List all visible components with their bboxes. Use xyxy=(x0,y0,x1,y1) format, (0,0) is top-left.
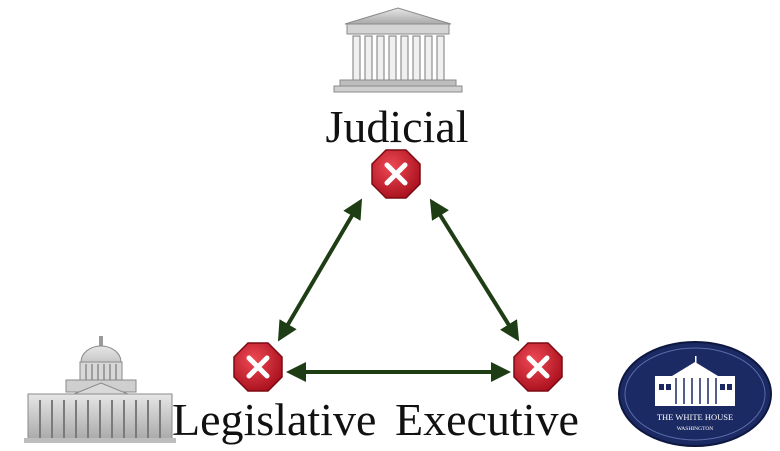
white-house-seal-icon: THE WHITE HOUSE WASHINGTON xyxy=(618,341,772,447)
arrows xyxy=(277,198,520,382)
seal-line-2: WASHINGTON xyxy=(677,426,714,432)
seal-line-1: THE WHITE HOUSE xyxy=(657,412,733,422)
judicial-stop-icon xyxy=(371,149,421,199)
judicial-label: Judicial xyxy=(325,101,468,152)
legislative-label: Legislative xyxy=(172,394,376,445)
executive-stop-icon xyxy=(513,342,563,392)
legislative-stop-icon xyxy=(233,342,283,392)
supreme-court-icon xyxy=(333,7,463,93)
executive-label: Executive xyxy=(395,394,579,445)
judicial-legislative-arrow xyxy=(277,198,363,342)
capitol-building-icon xyxy=(24,336,176,443)
judicial-executive-arrow xyxy=(429,198,520,342)
